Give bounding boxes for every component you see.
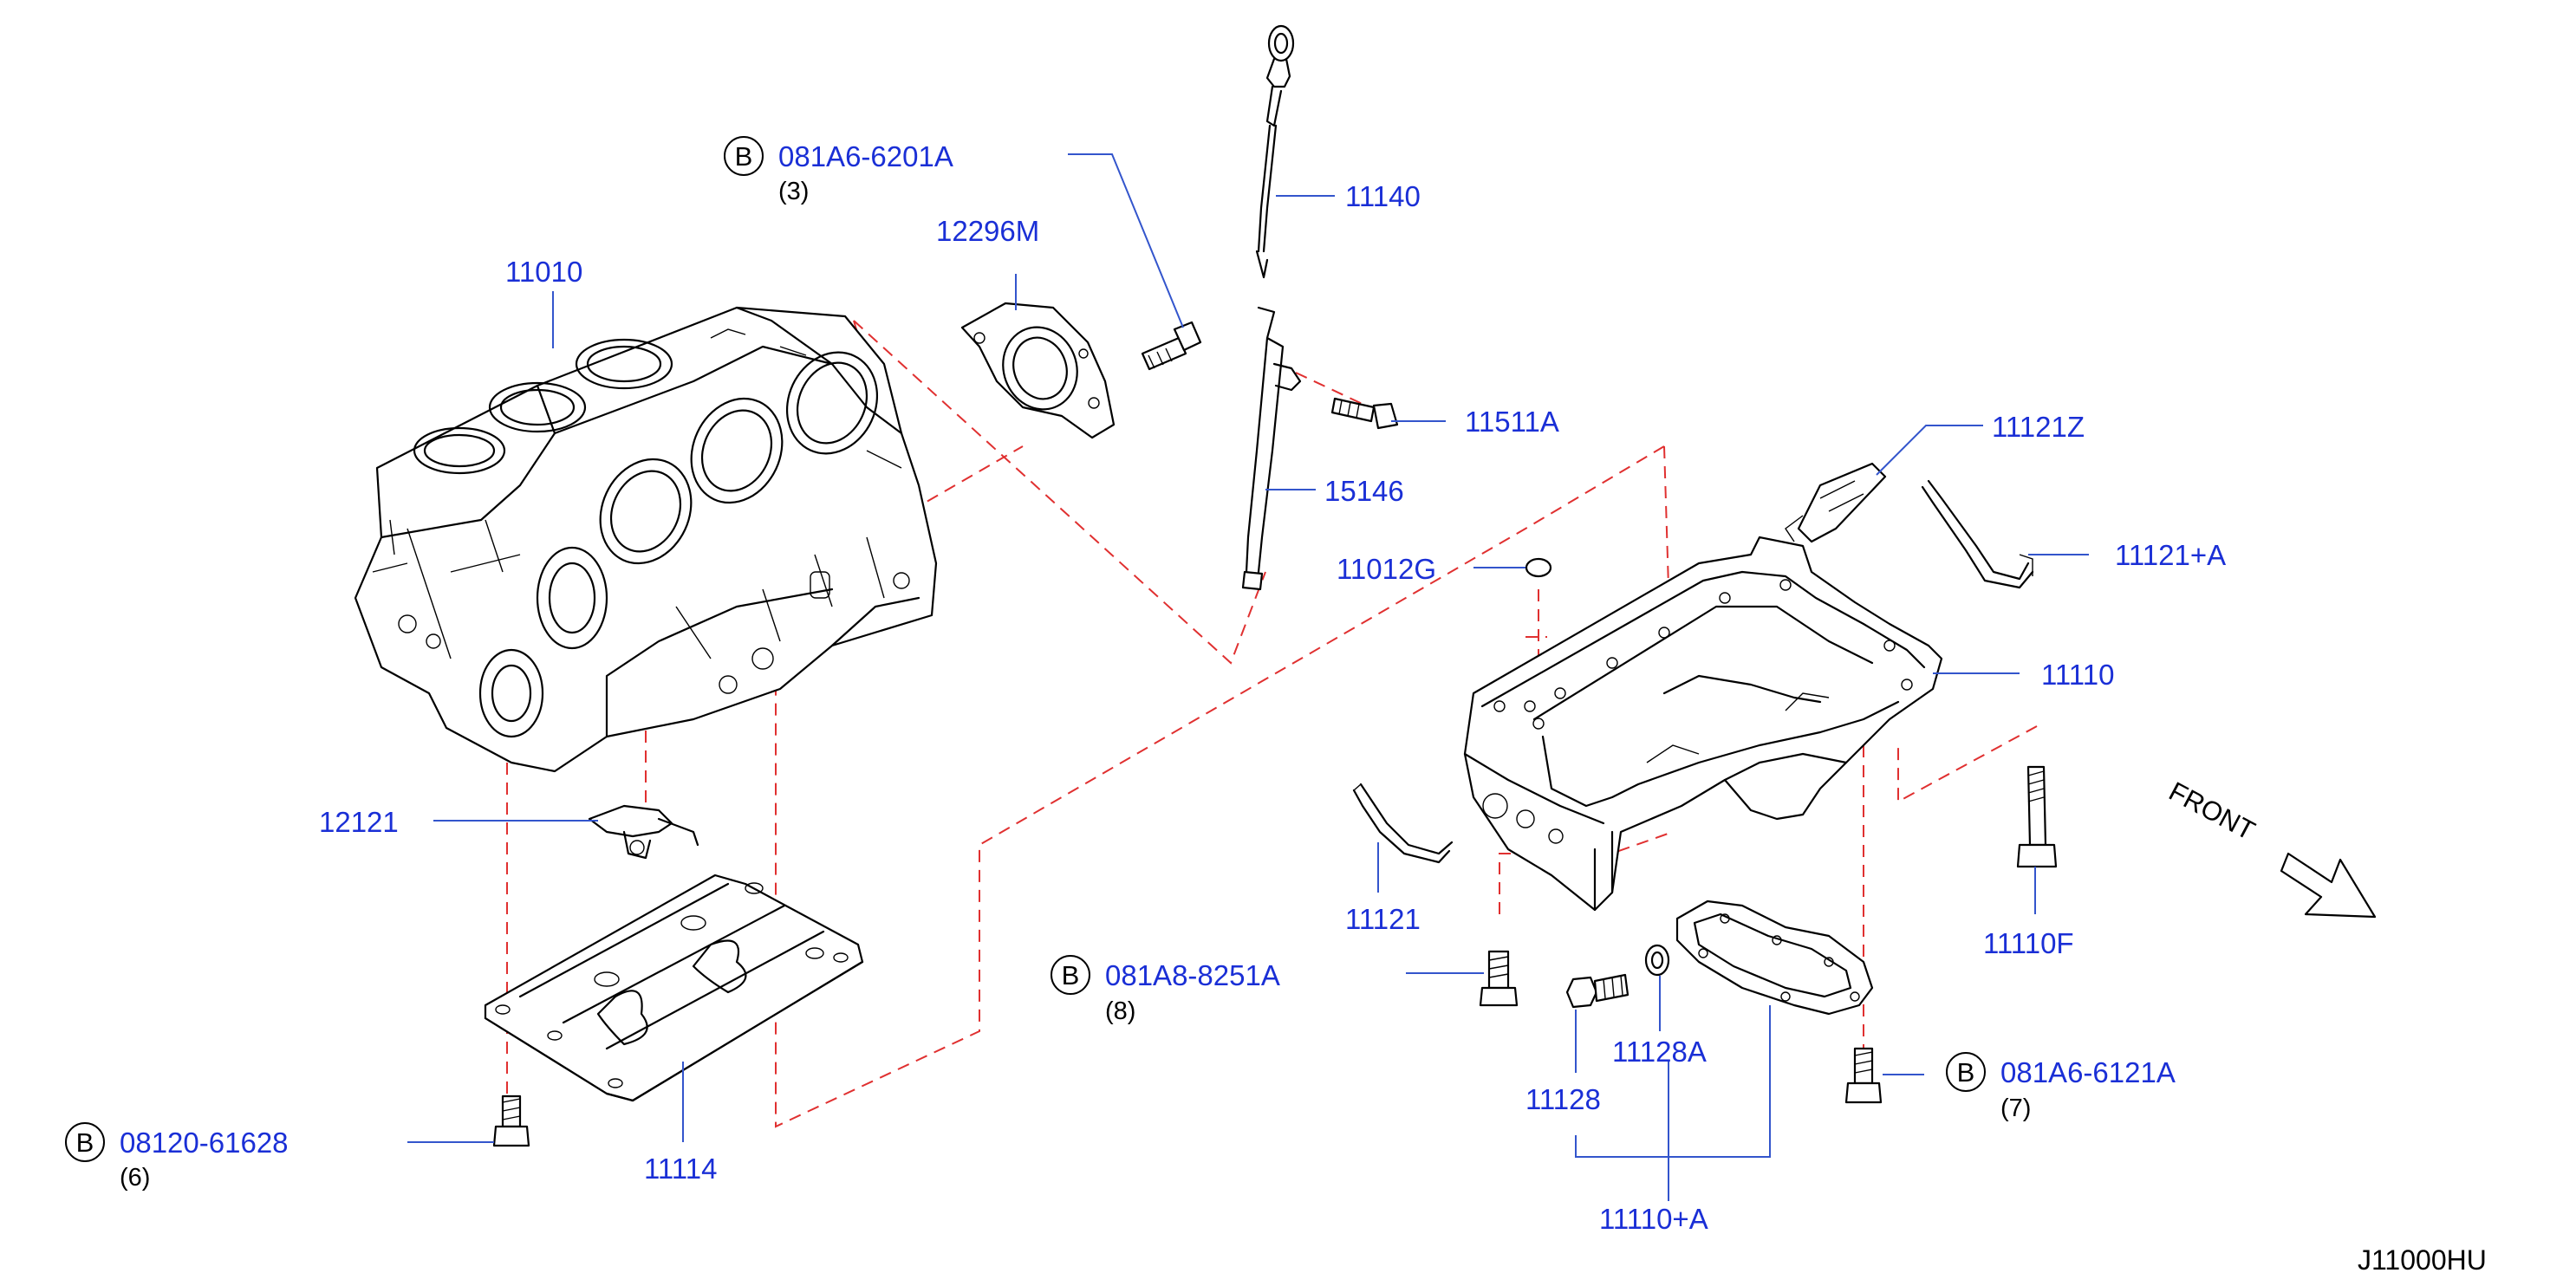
front-arrow-icon <box>2280 852 2377 919</box>
bolt-quantity: (3) <box>778 178 809 205</box>
baffle-bracket-drawing <box>1785 462 1887 543</box>
oil-seal-retainer-drawing <box>960 302 1116 439</box>
bolt-marker-b: B <box>1957 1057 1975 1088</box>
bolt-code: 081A8-8251A <box>1105 959 1280 991</box>
dipstick-drawing <box>1255 24 1295 279</box>
leader-lines <box>407 153 2089 1201</box>
dipstick-guide-drawing <box>1241 306 1302 591</box>
drain-washer-drawing <box>1644 944 1670 977</box>
part-label-11010: 11010 <box>505 256 582 288</box>
bolt-quantity: (6) <box>120 1164 150 1192</box>
o-ring-drawing <box>1525 557 1552 578</box>
part-labels: 11010 12296M 11140 15146 11511A 11121Z 1… <box>319 180 2226 1235</box>
part-label-11511A: 11511A <box>1465 406 1559 438</box>
bolt-marker-b: B <box>1062 960 1080 990</box>
part-label-11128: 11128 <box>1525 1083 1601 1115</box>
part-label-11128A: 11128A <box>1612 1036 1707 1068</box>
bolt-code: 081A6-6201A <box>778 140 953 172</box>
diagram-code: J11000HU <box>2358 1244 2487 1276</box>
bolt-quantity: (8) <box>1105 997 1135 1025</box>
bolt-callout-081A8-8251A: B 081A8-8251A (8) <box>1051 955 1280 1025</box>
bolt-quantity: (7) <box>2000 1094 2031 1122</box>
bolt-callout-081A6-6121A: B 081A6-6121A (7) <box>1946 1052 2176 1122</box>
bolt-code: 081A6-6121A <box>2000 1056 2176 1088</box>
front-label: FRONT <box>2164 776 2261 846</box>
part-label-11110A: 11110+A <box>1599 1203 1708 1235</box>
part-label-11114: 11114 <box>644 1153 717 1185</box>
stiffener-bolt-drawing <box>492 1094 530 1147</box>
oil-jet-drawing <box>588 804 699 860</box>
bolt-marker-b: B <box>76 1127 94 1158</box>
front-direction-indicator: FRONT <box>2164 776 2377 919</box>
part-label-11012G: 11012G <box>1337 553 1436 585</box>
bolt-code: 08120-61628 <box>120 1127 289 1159</box>
part-label-11121: 11121 <box>1345 903 1421 935</box>
cylinder-block-drawing <box>354 306 938 773</box>
part-label-11110: 11110 <box>2041 659 2114 691</box>
strap-right-drawing <box>1921 479 2034 589</box>
bolt-marker-b: B <box>735 141 753 172</box>
drain-plug-drawing <box>1565 973 1630 1009</box>
guide-bolt-drawing <box>1330 397 1399 430</box>
stiffener-plate-drawing <box>484 874 864 1102</box>
part-label-11121Z: 11121Z <box>1992 411 2085 443</box>
oil-pan-lower-drawing <box>1675 900 1874 1016</box>
oil-pan-upper-drawing <box>1463 536 1943 912</box>
pan-bolt-8251A-drawing <box>1479 950 1519 1007</box>
part-label-11110F: 11110F <box>1983 927 2074 959</box>
pan-bolt-6121A-drawing <box>1844 1047 1883 1104</box>
retainer-bolt-drawing <box>1141 321 1202 371</box>
strap-left-drawing <box>1352 783 1454 864</box>
part-label-12121: 12121 <box>319 806 399 838</box>
part-label-15146: 15146 <box>1324 475 1404 507</box>
bolt-callout-081A6-6201A: B 081A6-6201A (3) <box>724 136 953 205</box>
part-label-11140: 11140 <box>1345 180 1421 212</box>
part-label-12296M: 12296M <box>936 215 1039 247</box>
part-label-11121A: 11121+A <box>2115 539 2226 571</box>
long-bolt-drawing <box>2016 765 2058 868</box>
bolt-callout-08120-61628: B 08120-61628 (6) <box>65 1122 289 1192</box>
